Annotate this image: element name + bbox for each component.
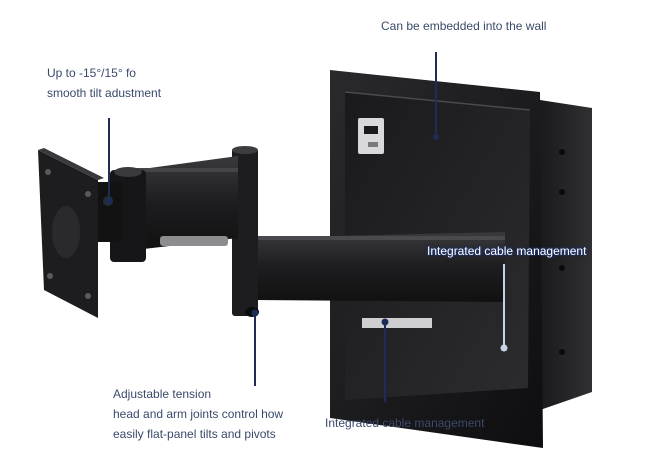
- callout-tension-line-3: easily flat-panel tilts and pivots: [113, 427, 276, 441]
- callout-tilt-line-1: Up to -15°/15° fo: [47, 66, 136, 80]
- leader-tension-dot: [251, 309, 259, 317]
- callout-cable-upper-text: Integrated cable management: [427, 244, 587, 258]
- callout-leader-lines: [105, 52, 508, 402]
- leader-tilt-dot: [105, 197, 113, 205]
- leader-wall-dot: [433, 134, 439, 140]
- callout-wall-embed-text: Can be embedded into the wall: [381, 19, 547, 33]
- callout-tilt-adjustment: Up to -15°/15° fo smooth tilt adustment: [47, 63, 161, 103]
- vesa-head-plate: [38, 148, 104, 318]
- callout-tension-line-2: head and arm joints control how: [113, 407, 284, 421]
- leader-cable-upper-dot: [500, 344, 508, 352]
- callout-cable-management-upper: Integrated cable management: [427, 241, 586, 261]
- leader-cable-lower-dot: [381, 318, 389, 326]
- callout-adjustable-tension: Adjustable tension head and arm joints c…: [113, 384, 283, 444]
- callout-tension-line-1: Adjustable tension: [113, 387, 212, 401]
- callout-cable-management-lower: Integrated cable management: [325, 413, 484, 433]
- callout-cable-lower-text: Integrated cable management: [325, 416, 485, 430]
- callout-tilt-line-2: smooth tilt adustment: [47, 86, 162, 100]
- callout-wall-embed: Can be embedded into the wall: [381, 16, 546, 36]
